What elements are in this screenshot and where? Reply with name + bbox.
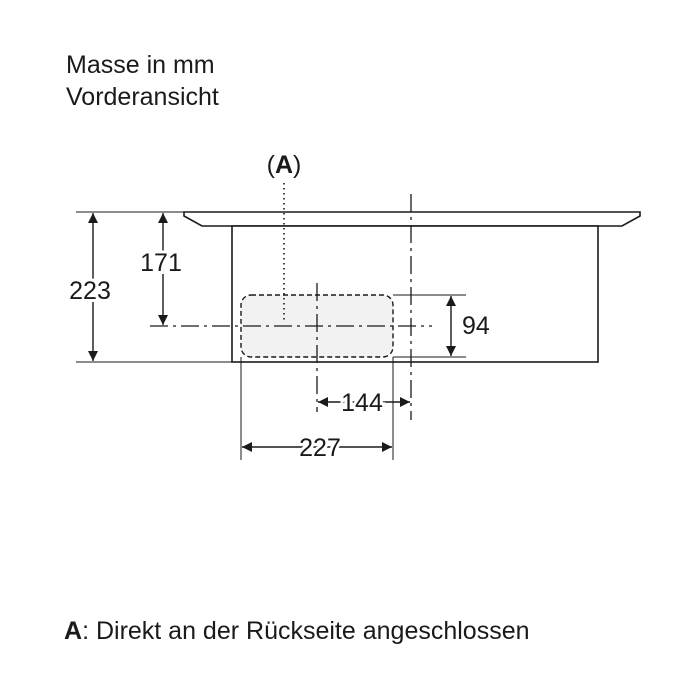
dimension-label-94: 94 <box>462 312 490 340</box>
view-subtitle: Vorderansicht <box>66 83 219 111</box>
dimension-label-227: 227 <box>299 434 341 462</box>
dimension-label-144: 144 <box>341 389 383 417</box>
cooktop-plate <box>183 211 641 227</box>
label-a: (A) <box>267 151 302 179</box>
page-title: Masse in mm <box>66 51 215 79</box>
dimension-label-171: 171 <box>140 249 182 277</box>
legend-text: : Direkt an der Rückseite angeschlossen <box>82 617 530 645</box>
dimension-label-223: 223 <box>69 277 111 305</box>
legend-key: A <box>64 617 83 645</box>
legend-note: A: Direkt an der Rückseite angeschlossen <box>64 616 530 646</box>
